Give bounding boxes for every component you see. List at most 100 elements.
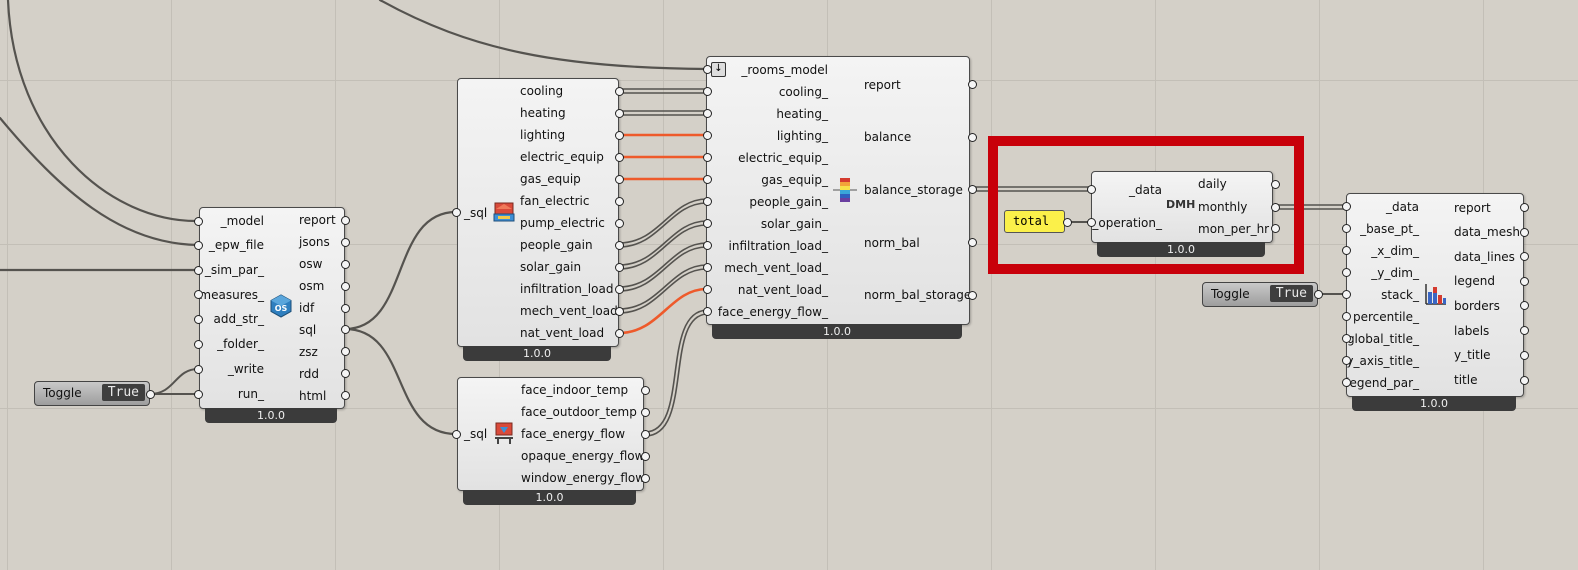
connection-grip[interactable] [702,108,712,118]
output-mon-per-hr[interactable]: mon_per_hr [1198,222,1270,236]
output-window-energy-flow[interactable]: window_energy_flow [521,471,646,485]
connection-grip[interactable] [1519,251,1529,261]
output-rdd[interactable]: rdd [299,367,319,381]
operation-panel[interactable]: total [1004,210,1065,233]
connection-grip[interactable] [614,196,624,206]
output-borders[interactable]: borders [1454,299,1500,313]
output-solar-gain[interactable]: solar_gain [520,260,582,274]
run-openstudio-component[interactable]: _model _epw_file _sim_par_ measures_ add… [199,207,345,409]
connection-grip[interactable] [614,218,624,228]
connection-grip[interactable] [451,207,461,217]
connection-grip[interactable] [1341,355,1351,365]
connection-grip[interactable] [1313,289,1323,299]
connection-grip[interactable] [193,314,203,324]
output-monthly[interactable]: monthly [1198,200,1248,214]
output-title[interactable]: title [1454,373,1478,387]
connection-grip[interactable] [1341,377,1351,387]
output-gas-equip[interactable]: gas_equip [520,172,581,186]
output-report[interactable]: report [864,78,901,92]
connection-grip[interactable] [340,303,350,313]
input-folder[interactable]: _folder_ [217,337,264,351]
connection-grip[interactable] [1519,227,1529,237]
connection-grip[interactable] [967,132,977,142]
connection-grip[interactable] [614,262,624,272]
connection-grip[interactable] [340,215,350,225]
connection-grip[interactable] [1341,201,1351,211]
connection-grip[interactable] [1519,202,1529,212]
output-face-outdoor-temp[interactable]: face_outdoor_temp [521,405,637,419]
input-y-dim[interactable]: _y_dim_ [1371,266,1419,280]
connection-grip[interactable] [1341,245,1351,255]
input-model[interactable]: _model [220,214,264,228]
input-heating[interactable]: heating_ [776,107,828,121]
toggle-value[interactable]: True [1269,285,1313,302]
connection-grip[interactable] [640,429,650,439]
output-osm[interactable]: osm [299,279,325,293]
output-data-mesh[interactable]: data_mesh [1454,225,1520,239]
connection-grip[interactable] [614,328,624,338]
connection-grip[interactable] [614,108,624,118]
input-mech-vent-load[interactable]: mech_vent_load_ [724,261,828,275]
output-html[interactable]: html [299,389,327,403]
output-nat-vent-load[interactable]: nat_vent_load [520,326,605,340]
connection-grip[interactable] [702,86,712,96]
connection-grip[interactable] [640,473,650,483]
connection-grip[interactable] [340,324,350,334]
connection-grip[interactable] [614,86,624,96]
connection-grip[interactable] [1519,350,1529,360]
connection-grip[interactable] [340,368,350,378]
connection-grip[interactable] [193,389,203,399]
connection-grip[interactable] [451,429,461,439]
connection-grip[interactable] [614,240,624,250]
connection-grip[interactable] [1519,276,1529,286]
connection-grip[interactable] [1341,289,1351,299]
connection-grip[interactable] [1086,184,1096,194]
connection-grip[interactable] [702,306,712,316]
output-data-lines[interactable]: data_lines [1454,250,1515,264]
output-y-title[interactable]: y_title [1454,348,1491,362]
output-lighting[interactable]: lighting [520,128,566,142]
output-heating[interactable]: heating [520,106,566,120]
input-sql[interactable]: _sql [464,206,488,220]
connection-grip[interactable] [1270,223,1280,233]
input-measures[interactable]: measures_ [199,288,264,302]
connection-grip[interactable] [614,306,624,316]
input-electric-equip[interactable]: electric_equip_ [738,151,828,165]
connection-grip[interactable] [702,130,712,140]
connection-grip[interactable] [193,265,203,275]
connection-grip[interactable] [1341,267,1351,277]
output-face-energy-flow[interactable]: face_energy_flow [521,427,626,441]
connection-grip[interactable] [702,262,712,272]
input-run[interactable]: run_ [237,387,264,401]
connection-grip[interactable] [193,339,203,349]
connection-grip[interactable] [193,289,203,299]
input-data[interactable]: _data [1128,183,1162,197]
toggle-value[interactable]: True [101,384,145,401]
input-infiltration-load[interactable]: infiltration_load_ [728,239,828,253]
input-percentile[interactable]: percentile_ [1352,310,1419,324]
connection-grip[interactable] [1519,300,1529,310]
connection-grip[interactable] [640,451,650,461]
output-zsz[interactable]: zsz [299,345,318,359]
output-labels[interactable]: labels [1454,324,1490,338]
connection-grip[interactable] [1341,311,1351,321]
list-access-icon[interactable]: ↓ [711,62,726,77]
output-balance-storage[interactable]: balance_storage [864,183,963,197]
connection-grip[interactable] [702,218,712,228]
output-daily[interactable]: daily [1198,177,1227,191]
connection-grip[interactable] [967,290,977,300]
input-solar-gain[interactable]: solar_gain_ [760,217,828,231]
run-toggle[interactable]: Toggle True [34,381,150,406]
connection-grip[interactable] [702,64,712,74]
connection-grip[interactable] [614,284,624,294]
output-norm-bal-storage[interactable]: norm_bal_storage [864,288,972,302]
connection-grip[interactable] [702,240,712,250]
connection-grip[interactable] [640,407,650,417]
input-operation[interactable]: _operation_ [1092,216,1162,230]
connection-grip[interactable] [1270,179,1280,189]
connection-grip[interactable] [1270,202,1280,212]
input-cooling[interactable]: cooling_ [778,85,828,99]
input-lighting[interactable]: lighting_ [776,129,828,143]
input-face-energy-flow[interactable]: face_energy_flow_ [717,305,828,319]
